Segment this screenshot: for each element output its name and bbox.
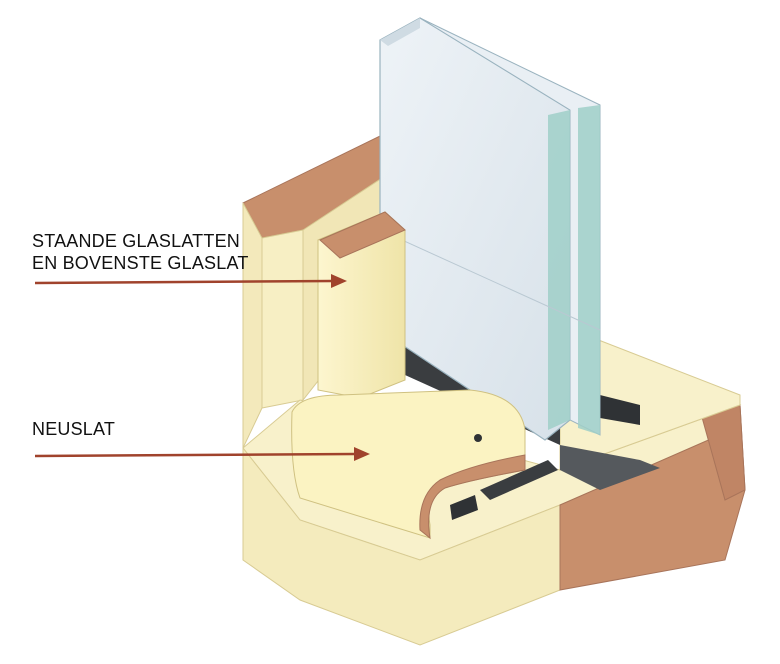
- standing-glazing-bead: [317, 211, 406, 399]
- label-staande-glaslatten-line2: EN BOVENSTE GLASLAT: [32, 253, 249, 273]
- arrow-neuslat: [34, 447, 370, 461]
- double-glazing: [379, 17, 601, 441]
- arrow-staande-glaslatten: [34, 274, 347, 288]
- nose-bead: [291, 389, 526, 540]
- label-staande-glaslatten-line1: STAANDE GLASLATTEN: [32, 231, 240, 251]
- label-neuslat: NEUSLAT: [32, 419, 116, 439]
